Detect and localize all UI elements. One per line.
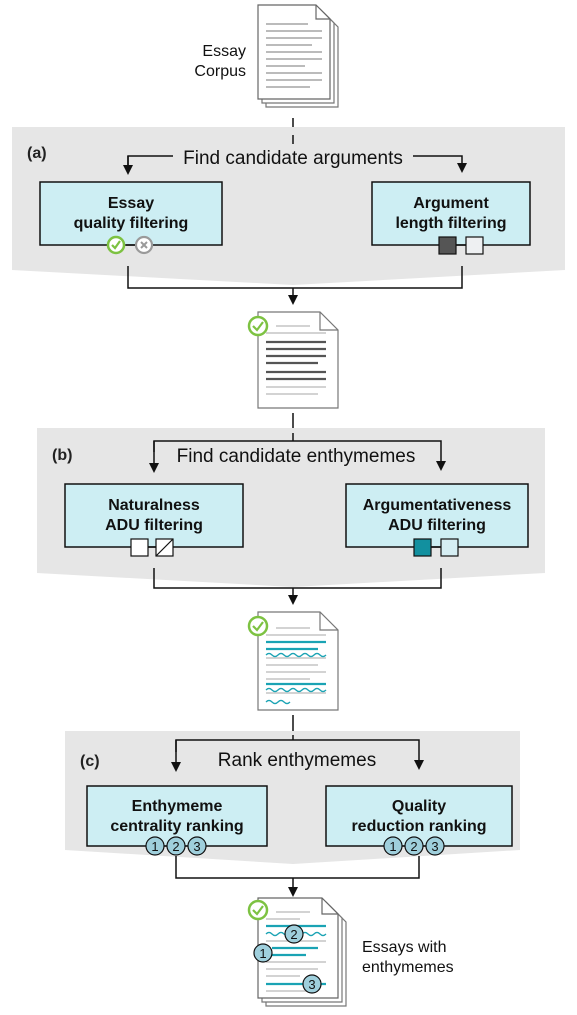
check-icon [247,315,269,337]
stage-c-title: Rank enthymemes [218,750,376,771]
rank-2-badge [166,836,186,856]
ranked-essays-document-icon [257,897,347,1007]
rank-1-label: 1 [151,839,158,854]
rank-3-label: 3 [431,839,438,854]
stage-b-title: Find candidate enthymemes [177,446,416,467]
rank-2-badge [404,836,424,856]
enthymeme-centrality-ranking-line1: Enthymeme [132,798,223,815]
essay-quality-filtering-line2: quality filtering [74,215,189,232]
check-icon [247,899,269,921]
stage-b-merge-line [153,568,442,589]
rank-badges: 1 2 3 [383,836,445,856]
rank-3-label: 3 [193,839,200,854]
essay-corpus-document-icon [257,4,339,108]
argumentativeness-adu-filtering-line2: ADU filtering [388,517,486,534]
rank-badges: 1 2 3 [145,836,207,856]
rank-2-label: 2 [410,839,417,854]
argument-length-filtering-line2: length filtering [395,215,506,232]
argumentative-adu-icon [413,538,432,557]
stage-a-title: Find candidate arguments [183,148,403,169]
quality-reduction-ranking-box [325,785,513,847]
reject-icon [134,235,154,255]
non-argumentative-adu-icon [440,538,459,557]
rank-1-label: 1 [259,946,266,961]
unnatural-adu-icon [155,538,174,557]
rank-1-badge [253,943,273,963]
stage-a-label: (a) [27,145,47,162]
stage-b-label: (b) [52,447,72,464]
argumentativeness-adu-filtering-box [345,483,529,548]
argument-length-filtering-box [371,181,531,246]
filtered-argument-document-icon [257,311,339,409]
stage-c-label: (c) [80,753,100,770]
enthymeme-centrality-ranking-box [86,785,268,847]
short-argument-icon [465,236,484,255]
rank-1-badge [383,836,403,856]
quality-reduction-ranking-line1: Quality [392,798,446,815]
stage-c-merge-line [175,856,420,879]
rank-3-label: 3 [308,977,315,992]
corpus-label-line2: Corpus [194,63,246,80]
candidate-enthymeme-document-icon [257,611,339,711]
stage-b-title-backdrop [160,443,430,469]
naturalness-adu-filtering-line1: Naturalness [108,497,200,514]
rank-1-badge [145,836,165,856]
essay-quality-filtering-box [39,181,223,246]
enthymeme-centrality-ranking-line2: centrality ranking [110,818,243,835]
rank-2-badge [284,924,304,944]
corpus-label-line1: Essay [202,43,246,60]
argument-length-filtering-line1: Argument [413,195,489,212]
rank-3-badge [425,836,445,856]
output-label-line2: enthymemes [362,959,454,976]
output-label-line1: Essays with [362,939,446,956]
naturalness-adu-filtering-line2: ADU filtering [105,517,203,534]
essay-quality-filtering-line1: Essay [108,195,154,212]
stage-c-title-backdrop [198,746,396,772]
natural-adu-icon [130,538,149,557]
naturalness-adu-filtering-box [64,483,244,548]
long-argument-icon [438,236,457,255]
rank-1-label: 1 [389,839,396,854]
stage-a-title-backdrop [173,144,413,170]
stage-a-merge-line [127,266,463,289]
rank-3-badge [302,974,322,994]
quality-reduction-ranking-line2: reduction ranking [351,818,486,835]
check-icon [247,615,269,637]
rank-2-label: 2 [172,839,179,854]
rank-2-label: 2 [290,927,297,942]
argumentativeness-adu-filtering-line1: Argumentativeness [363,497,512,514]
check-icon [106,235,126,255]
rank-3-badge [187,836,207,856]
